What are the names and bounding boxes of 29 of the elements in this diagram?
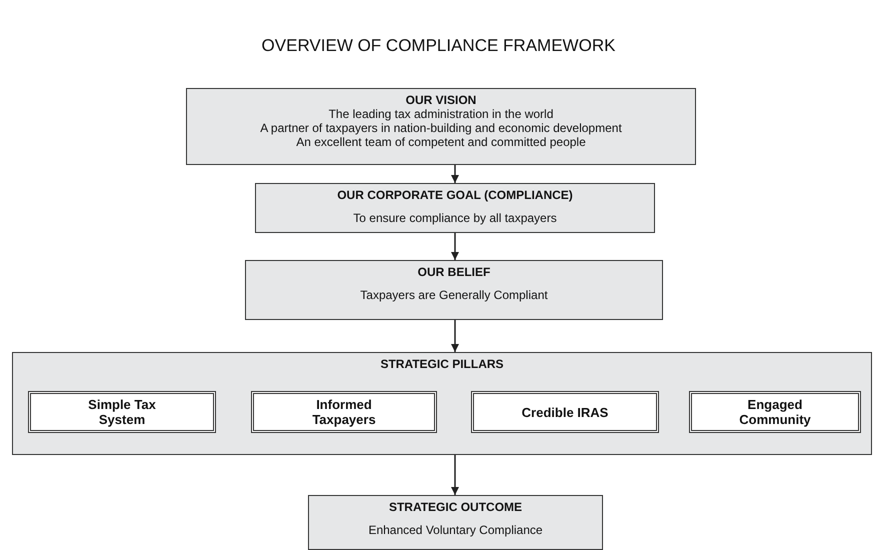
arrow <box>451 455 459 495</box>
process-box <box>308 495 603 550</box>
arrow <box>451 165 459 183</box>
pillar-label: Engaged Community <box>738 397 812 427</box>
box-heading: STRATEGIC PILLARS <box>379 356 505 371</box>
process-box <box>12 352 872 455</box>
box-heading: OUR BELIEF <box>416 264 492 279</box>
box-text: Enhanced Voluntary Compliance <box>367 523 544 537</box>
process-box <box>245 260 663 320</box>
arrow <box>451 320 459 352</box>
box-text: The leading tax administration in the world <box>328 107 554 121</box>
pillar-label: Simple Tax System <box>87 397 157 427</box>
box-text: A partner of taxpayers in nation-building and economic development <box>259 121 623 135</box>
box-heading: STRATEGIC OUTCOME <box>388 499 524 514</box>
box-text: To ensure compliance by all taxpayers <box>352 211 558 225</box>
box-heading: OUR VISION <box>404 92 478 107</box>
box-text: An excellent team of competent and committed people <box>295 135 587 149</box>
pillar-box <box>689 391 861 433</box>
diagram-title: OVERVIEW OF COMPLIANCE FRAMEWORK <box>260 36 616 56</box>
process-box <box>186 88 696 165</box>
pillar-label: Credible IRAS <box>520 404 610 420</box>
arrow <box>451 233 459 260</box>
process-box <box>255 183 655 233</box>
box-heading: OUR CORPORATE GOAL (COMPLIANCE) <box>336 187 574 202</box>
pillar-label: Informed Taxpayers <box>311 397 377 427</box>
pillar-box <box>28 391 216 433</box>
pillar-box <box>471 391 659 433</box>
box-text: Taxpayers are Generally Compliant <box>359 288 549 302</box>
pillar-box <box>251 391 437 433</box>
